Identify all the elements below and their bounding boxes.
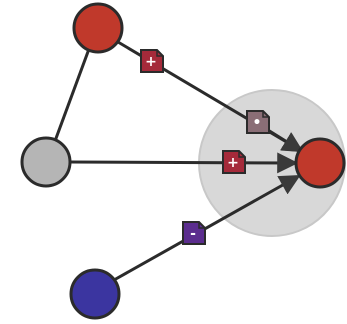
node-blue-bottom[interactable] [69, 268, 121, 320]
document-badge-icon[interactable]: + [222, 150, 246, 174]
node-red-target[interactable] [294, 137, 346, 189]
node-gray-left[interactable] [20, 136, 72, 188]
badge-symbol: + [145, 54, 157, 70]
edge-gray-left-to-red-target[interactable] [69, 152, 299, 174]
badge-symbol: • [253, 115, 262, 131]
badge-symbol: + [227, 155, 239, 171]
document-badge-icon[interactable]: - [182, 221, 206, 245]
node-red-top[interactable] [72, 2, 124, 54]
badges-group: + + - • [140, 49, 270, 245]
document-badge-icon[interactable]: + [140, 49, 164, 73]
badge-symbol: - [190, 226, 196, 242]
connector-red-gray [46, 29, 98, 161]
document-badge-icon[interactable]: • [246, 110, 270, 134]
